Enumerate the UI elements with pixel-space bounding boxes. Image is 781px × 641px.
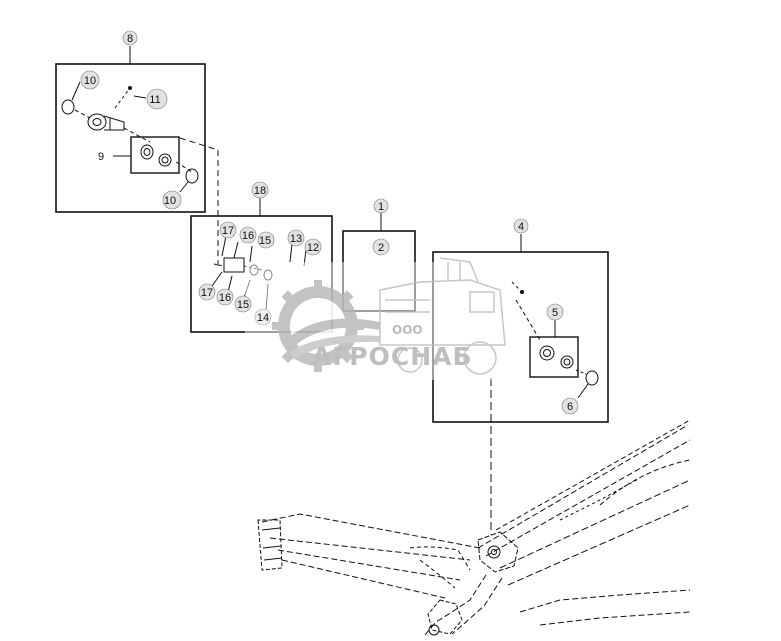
callout-12-label: 12 (307, 242, 319, 254)
callout-14: 14 (254, 308, 272, 326)
callout-13-label: 13 (290, 233, 302, 245)
group-box-18 (190, 198, 333, 333)
callout-18: 18 (251, 181, 269, 199)
callout-6: 6 (561, 397, 579, 415)
callout-6-label: 6 (567, 401, 573, 413)
callout-15-bottom: 15 (234, 295, 252, 313)
callout-10-bottom: 10 (162, 190, 182, 210)
callout-2-label: 2 (378, 242, 384, 254)
agrosnab-watermark: ООО АГРОСНАБ (245, 257, 510, 380)
callout-16-bottom-label: 16 (219, 292, 231, 304)
callouts: 8 10 11 9 10 18 17 16 (80, 30, 579, 415)
callout-10-bottom-label: 10 (164, 195, 176, 207)
callout-15-top: 15 (257, 231, 275, 249)
callout-16-bottom: 16 (216, 288, 234, 306)
callout-17-bottom-label: 17 (201, 287, 213, 299)
callout-13: 13 (287, 229, 305, 247)
callout-10-top-label: 10 (84, 75, 96, 87)
callout-9-label: 9 (98, 151, 104, 163)
callout-9: 9 (98, 151, 104, 163)
callout-17-top: 17 (219, 221, 237, 239)
callout-8-label: 8 (127, 33, 133, 45)
callout-5: 5 (546, 303, 564, 321)
callout-17-bottom: 17 (198, 283, 216, 301)
leader-dashed-8-to-18 (179, 137, 219, 270)
group-box-1 (342, 213, 416, 312)
callout-4-label: 4 (518, 221, 524, 233)
boom-assembly-drawing (257, 419, 691, 637)
callout-15-top-label: 15 (259, 235, 271, 247)
group-box-4 (432, 234, 609, 423)
callout-18-label: 18 (254, 185, 266, 197)
combine-harvester-icon (379, 257, 506, 375)
group-box-8 (55, 46, 206, 213)
watermark-prefix: ООО (392, 323, 423, 337)
callout-16-top-label: 16 (242, 230, 254, 242)
callout-11-label: 11 (149, 94, 160, 106)
callout-1-label: 1 (378, 201, 384, 213)
callout-4: 4 (513, 218, 529, 234)
callout-11: 11 (146, 88, 168, 110)
gear-logo-icon (272, 280, 380, 372)
watermark-name: АГРОСНАБ (312, 342, 473, 371)
callout-10-top: 10 (80, 70, 100, 90)
callout-17-top-label: 17 (222, 225, 234, 237)
callout-2: 2 (372, 238, 390, 256)
callout-1: 1 (373, 198, 389, 214)
callout-5-label: 5 (552, 307, 558, 319)
callout-14-label: 14 (257, 312, 269, 324)
callout-15-bottom-label: 15 (237, 299, 249, 311)
callout-8: 8 (122, 30, 138, 46)
callout-16-top: 16 (239, 226, 257, 244)
callout-12: 12 (304, 238, 322, 256)
